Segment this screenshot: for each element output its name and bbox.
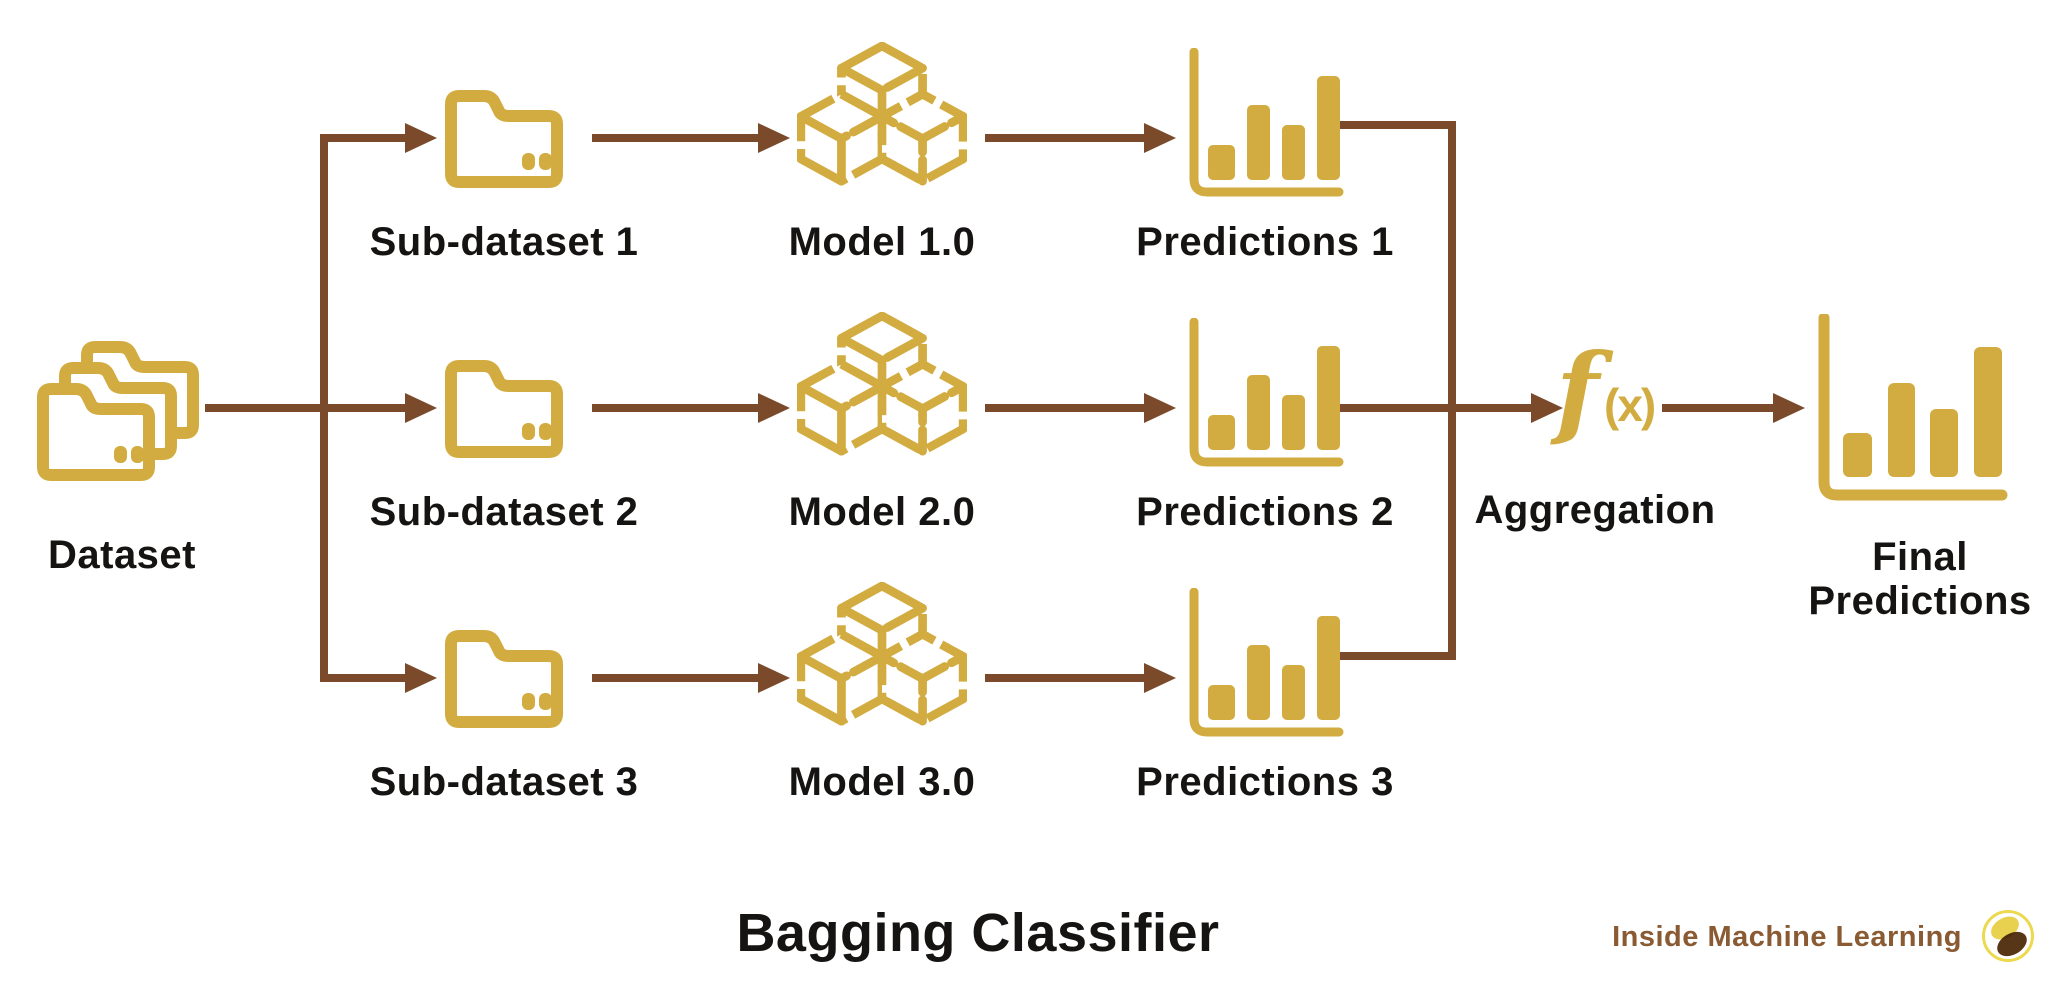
fx-x-glyph: (x) bbox=[1604, 379, 1656, 431]
final-predictions-label: Final Predictions bbox=[1770, 535, 2048, 623]
arrowhead bbox=[405, 663, 437, 693]
sub-dataset-2-folder-icon bbox=[438, 350, 570, 464]
predictions-3-label: Predictions 3 bbox=[1136, 760, 1394, 804]
model-3-cubes-icon bbox=[797, 582, 967, 727]
model-3-label: Model 3.0 bbox=[788, 760, 976, 804]
arrowhead bbox=[405, 393, 437, 423]
dataset-label: Dataset bbox=[47, 533, 196, 577]
arrowhead bbox=[405, 123, 437, 153]
fx-f-glyph: f bbox=[1556, 331, 1600, 449]
model-2-label: Model 2.0 bbox=[788, 490, 976, 534]
predictions-1-label: Predictions 1 bbox=[1136, 220, 1394, 264]
sub-dataset-3-folder-icon bbox=[438, 620, 570, 734]
model-2-cubes-icon bbox=[797, 312, 967, 457]
brand-name: Inside Machine Learning bbox=[1612, 921, 1962, 953]
sub-dataset-3-label: Sub-dataset 3 bbox=[369, 760, 639, 804]
aggregation-label: Aggregation bbox=[1474, 488, 1716, 532]
model-1-label: Model 1.0 bbox=[788, 220, 976, 264]
diagram-title: Bagging Classifier bbox=[736, 903, 1220, 963]
brand-logo-icon bbox=[1982, 910, 2034, 962]
predictions-1-chart-icon bbox=[1189, 48, 1344, 203]
sub-dataset-1-label: Sub-dataset 1 bbox=[369, 220, 639, 264]
predictions-3-chart-icon bbox=[1189, 588, 1344, 743]
final-predictions-chart-icon bbox=[1818, 314, 2008, 501]
sub-dataset-1-folder-icon bbox=[438, 80, 570, 194]
final-predictions-label-line1: Final bbox=[1872, 535, 1968, 579]
final-predictions-label-line2: Predictions bbox=[1808, 579, 2032, 623]
predictions-2-label: Predictions 2 bbox=[1136, 490, 1394, 534]
sub-dataset-2-label: Sub-dataset 2 bbox=[369, 490, 639, 534]
dataset-stacked-folders-icon bbox=[30, 331, 206, 488]
model-1-cubes-icon bbox=[797, 42, 967, 187]
predictions-2-chart-icon bbox=[1189, 318, 1344, 473]
